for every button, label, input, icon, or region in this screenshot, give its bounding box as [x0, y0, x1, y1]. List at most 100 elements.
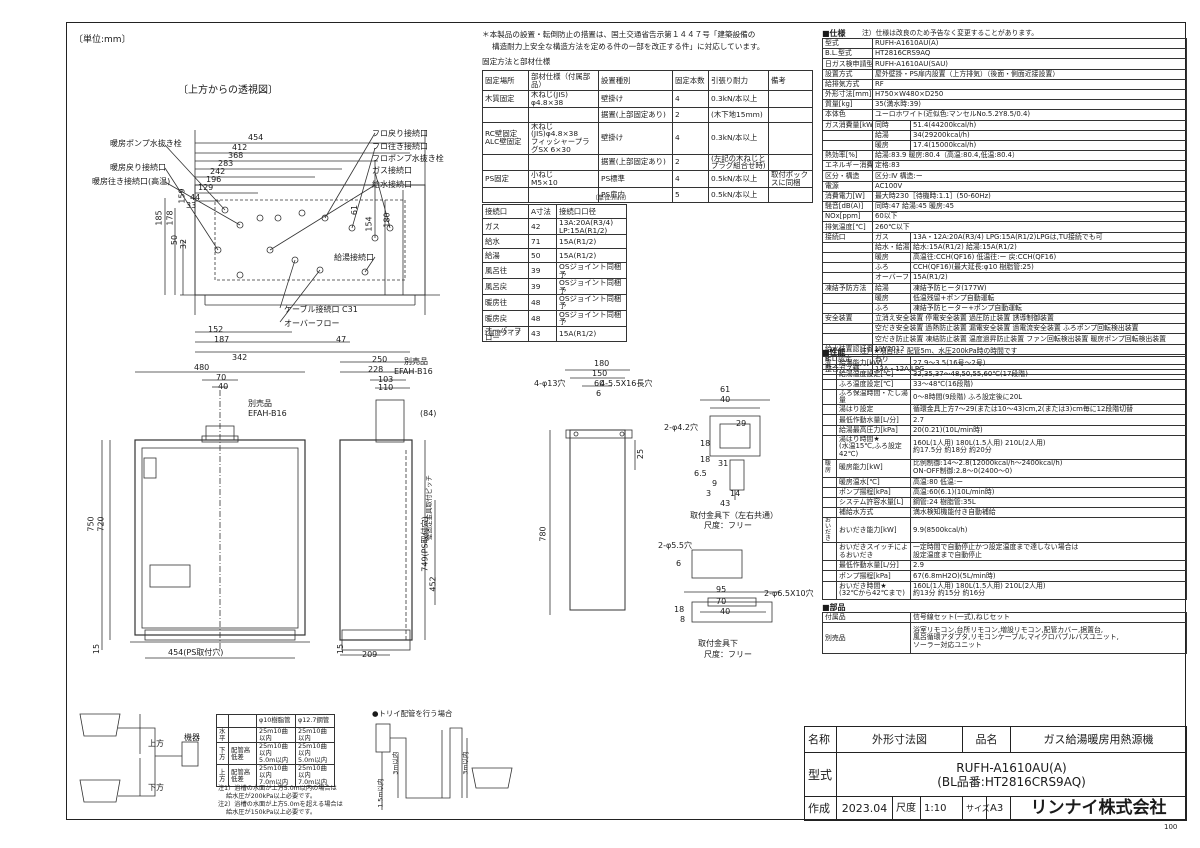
label-cable-port: ケーブル接続口 C31 [284, 305, 358, 314]
spec-value: 51.4(44200kcal/h) [909, 119, 1188, 131]
fix-h5: 備考 [768, 70, 813, 91]
port-cell: 71 [528, 233, 557, 250]
perf-row: ポンプ揚程[kPa]67(6.8mH2O)(5L/min時) [822, 570, 1187, 582]
fix-cell: 4 [672, 90, 709, 108]
mount-dim-31: 31 [718, 459, 729, 468]
side-option-model: EFAH-B16 [394, 367, 433, 376]
spec-value: 空だき防止装置 凍結防止装置 温度過昇防止装置 ファン回転検出装置 暖房ポンプ回… [871, 333, 1188, 345]
dim-454: 454 [248, 133, 264, 142]
bracket-hole-1: 4-φ13穴 [534, 379, 566, 388]
port-cell: 風呂戻 [482, 278, 529, 295]
fix-cell [768, 186, 813, 203]
perf-row: ふろ温度設定[℃]33〜48℃(16段階) [822, 379, 1187, 391]
label-heat-return: 暖房戻り接続口 [110, 163, 166, 172]
port-cell: 43 [528, 325, 557, 343]
spec-label: 排気温度[℃] [822, 221, 873, 233]
spec-row: 日ガス検申請型式RUFH-A1610AU(SAU) [822, 58, 1188, 70]
mount-dim-61: 61 [720, 385, 731, 394]
perf-label: 給湯能力[kW] [836, 356, 911, 370]
company-name: リンナイ株式会社 [1010, 796, 1188, 821]
port-cell: OSジョイント同梱予 [556, 309, 627, 327]
perf-group [822, 414, 837, 426]
perf-group [822, 368, 837, 381]
label-heat-supply-high: 暖房往き接続口(高温) [92, 177, 171, 186]
perf-group [822, 560, 837, 572]
bracket-hole-2: 4-5.5X16長穴 [600, 379, 653, 388]
port-cell: OSジョイント同梱予 [556, 294, 627, 311]
port-cell: 39 [528, 278, 557, 295]
mount-dim-6-5: 6.5 [694, 469, 707, 478]
trap-title: ●トリイ配管を行う場合 [372, 709, 453, 718]
spec-row: 設置方式屋外壁掛・PS扉内設置（上方排気）（後面・側面近接設置） [822, 68, 1188, 80]
spec-sub: 給水・給湯 [872, 241, 911, 253]
spec-sub: 給湯 [872, 282, 911, 294]
trap-dim-3: 3m以内 [461, 751, 470, 775]
side-dim-15: 15 [336, 643, 346, 655]
port-cell: 暖房戻 [482, 309, 529, 327]
port-cell: 15A(R1/2) [556, 233, 627, 250]
page-number: 100 [1164, 823, 1178, 831]
spec-label [822, 333, 873, 345]
perf-label: ふろ温度設定[℃] [836, 379, 911, 391]
parts-table: 付属品 信号線セット(一式),ねじセット 別売品 浴室リモコン,台所リモコン,増… [822, 611, 1187, 655]
piping-unit-label: 機器 [184, 733, 200, 742]
fix-cell [768, 121, 813, 155]
perf-row: 湯はり時間★ (水温15℃,ふろ設定42℃)160L(1人用) 180L(1.5… [822, 434, 1187, 460]
mount-bottom-drawing [684, 549, 780, 623]
fix-h4: 引張り耐力 [708, 70, 769, 91]
port-cell: OSジョイント同梱予 [556, 262, 627, 280]
perf-row: 最低作動水量[L/分]2.9 [822, 560, 1187, 572]
size-value: A3 [986, 796, 1012, 821]
perf-row: 給湯温度設定[℃]32,35,37〜48,50,55,60℃(17段階) [822, 368, 1187, 381]
piping-note-2: 給水圧が200kPa以上必要です。 [226, 793, 317, 800]
label-overflow: オーバーフロー [284, 319, 340, 328]
spec-label: ガス消費量[kW] [822, 119, 873, 131]
dim-185: 185 [154, 210, 164, 226]
spec-label: 区分・構造 [822, 170, 873, 182]
perf-group [822, 476, 837, 488]
dim-33: 33 [186, 201, 197, 210]
fix-cell [768, 90, 813, 108]
spec-value: 凍結予防ヒータ(177W) [909, 282, 1188, 294]
perf-value: 高温:80 低温:ー [910, 476, 1187, 488]
dim-129: 129 [198, 183, 214, 192]
spec-sub: 暖房 [872, 251, 911, 264]
fix-h2: 設置種別 [598, 70, 673, 91]
spec-value: 低温残留+ポンプ自動運転 [909, 292, 1188, 304]
perf-value: 27.9〜3.5(16号〜2号) [910, 356, 1187, 370]
perf-label: おいだきスイッチによるおいだき [836, 542, 911, 562]
fix-cell: RC壁固定 ALC壁固定 [482, 121, 529, 155]
parts-row-value: 信号線セット(一式),ねじセット [910, 611, 1187, 624]
dim-283: 283 [218, 159, 234, 168]
fix-cell [528, 106, 599, 123]
trap-dim-1: 1.5m以内 [376, 778, 385, 808]
parts-title: ■部品 [822, 603, 846, 612]
fix-table-title: 固定方法と部材仕様 [482, 57, 551, 66]
spec-value: HT2816CRS9AQ [871, 48, 1188, 60]
port-cell: 13A:20A(R3/4) LP:15A(R1/2) [556, 218, 627, 235]
perf-group [822, 434, 837, 460]
piping-diagram [79, 713, 199, 803]
spec-value: 区分:Ⅳ 構造:ー [871, 170, 1188, 182]
label-hot-water-port: 給湯接続口 [334, 253, 374, 262]
spec-value: 給水:15A(R1/2) 給湯:15A(R1/2) [909, 241, 1188, 253]
port-h2: 接続口口径 [556, 203, 627, 220]
mount-dim-18a: 18 [700, 439, 711, 448]
piping-h0 [216, 714, 229, 728]
spec-row: 区分・構造区分:Ⅳ 構造:ー [822, 170, 1188, 182]
spec-row: 安全装置立消え安全装置 停電安全装置 過圧防止装置 誘導制御装置 [822, 313, 1188, 325]
perf-value: 67(6.8mH2O)(5L/min時) [910, 570, 1187, 582]
perf-table: 給湯給湯能力[kW]27.9〜3.5(16号〜2号)給湯温度設定[℃]32,35… [822, 356, 1187, 600]
side-dim-250: 250 [372, 355, 388, 364]
spec-label [822, 251, 873, 264]
port-cell: 暖房往 [482, 294, 529, 311]
